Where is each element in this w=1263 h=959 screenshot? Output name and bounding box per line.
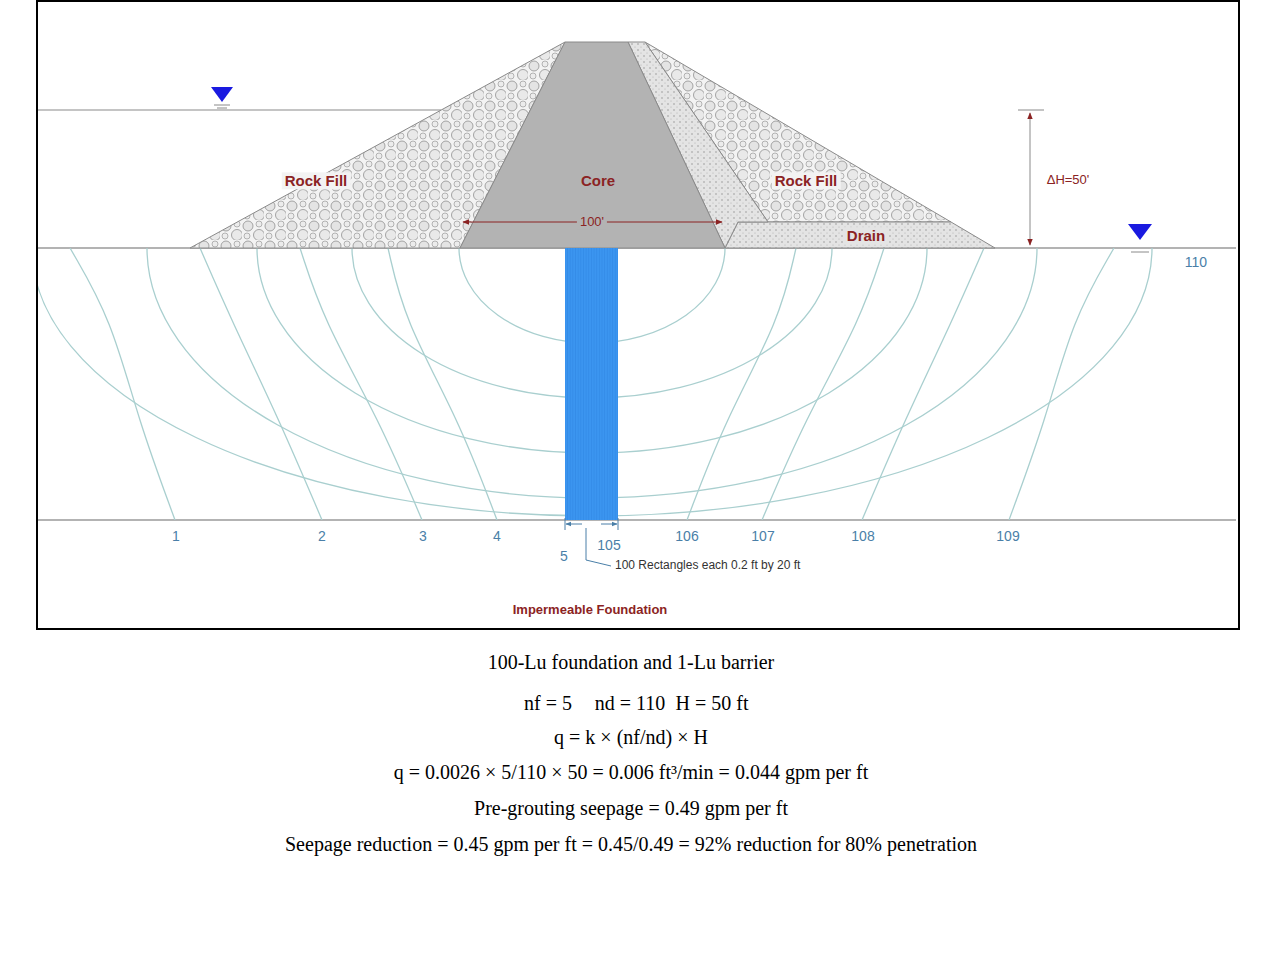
dimension-tick [1018,110,1044,111]
equipotential-number: 5 [560,548,568,564]
equipotential-line [70,248,175,520]
grout-barrier [565,248,618,520]
equation: q = 0.0026 × 5/110 × 50 = 0.006 ft³/min … [394,761,868,784]
equipotential-number: 107 [751,528,774,544]
dimension-label: 100' [577,215,607,230]
result: Pre-grouting seepage = 0.49 gpm per ft [474,797,788,820]
water-symbol-tick [1131,252,1149,253]
flow-net [38,248,1152,520]
note: 100 Rectangles each 0.2 ft by 20 ft [615,559,800,573]
caption: 100-Lu foundation and 1-Lu barrier [488,651,775,674]
region-label: Rock Fill [282,172,351,189]
equipotential-number: 3 [419,528,427,544]
equipotential-number: 2 [318,528,326,544]
width-arrow [601,524,617,525]
equipotential-line [1009,248,1114,520]
equipotential-number: 106 [675,528,698,544]
equipotential-number: 109 [996,528,1019,544]
width-arrow [566,524,582,525]
water-symbol-tick [217,108,227,109]
water-symbol [211,87,233,102]
parameter: H = 50 ft [676,692,749,715]
foundation-boundary [38,519,1236,521]
region-label: Rock Fill [772,172,841,189]
equipotential-number: 4 [493,528,501,544]
equipotential-line [200,248,322,520]
equipotential-line [300,248,422,520]
headwater-surface [38,109,441,110]
parameter: nf = 5 [524,692,572,715]
equipotential-number: 110 [1185,254,1207,270]
width-tick [565,518,566,530]
equipotential-line [862,248,984,520]
core [460,42,725,248]
water-symbol-tick [214,105,230,106]
region-label: Core [581,172,615,189]
equipotential-number: 1 [172,528,180,544]
width-tick [618,518,619,530]
equipotential-number: 108 [851,528,874,544]
water-symbol [1128,224,1152,240]
equipotential-line [388,248,497,520]
equipotential-number: 105 [597,537,620,553]
dimension-label: ΔH=50' [1047,173,1090,188]
parameter: nd = 110 [595,692,666,715]
equipotential-line [762,248,884,520]
region-label: Drain [844,227,888,244]
equipotential-line [687,248,796,520]
equation: q = k × (nf/nd) × H [554,726,708,749]
dimension-line [1030,113,1031,245]
result: Seepage reduction = 0.45 gpm per ft = 0.… [285,833,977,856]
drain [725,222,995,248]
boundary-label: Impermeable Foundation [513,603,668,618]
